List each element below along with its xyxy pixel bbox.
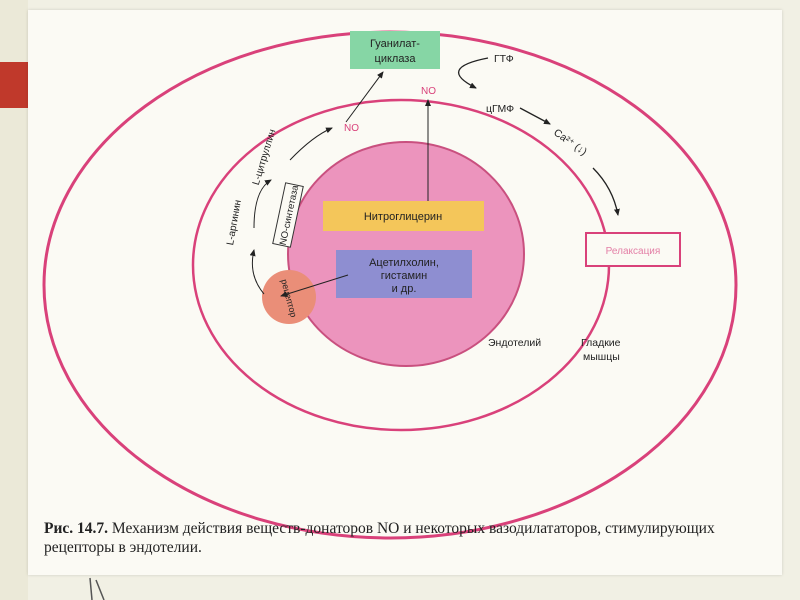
acetylcholine-label-3: и др. [392,283,417,295]
no-synthase-box [272,182,304,248]
arrow-gtf-to-cgmf [457,57,489,89]
arrow-no-to-cyclase [345,71,384,123]
arrow-citrulline-to-no [289,127,333,161]
relaxation-label: Релаксация [606,246,661,257]
nitroglycerin-label: Нитроглицерин [364,211,442,223]
cgmf-label: цГМФ [486,103,514,115]
relaxation-band [585,232,681,267]
accent-block [0,62,28,108]
figure-number: Рис. 14.7. [44,520,109,537]
calcium-label: Ca²⁺ (↓) [551,127,589,158]
figure-caption: Рис. 14.7. Механизм действия веществ-дон… [44,519,784,557]
guanylate-cyclase-label-2: циклаза [375,53,417,65]
acetylcholine-label-1: Ацетилхолин, [369,257,439,269]
l-citrulline-label: L-цитруллин [251,128,278,186]
endothelium-label: Эндотелий [488,337,541,349]
nitroglycerin-box [323,201,484,231]
guanylate-cyclase-label-1: Гуанилат- [370,38,420,50]
smooth-muscle-label-2: мышцы [583,351,620,363]
no-mechanism-diagram: Релаксация Гуанилат- циклаза Нитроглицер… [42,30,738,540]
no-label-left: NO [344,123,359,134]
l-arginine-label: L-аргинин [225,199,244,246]
acetylcholine-label-2: гистамин [381,270,427,282]
receptor-circle [262,270,316,324]
acetylcholine-box [336,250,472,298]
arrow-cgmf-to-calcium [519,107,551,125]
no-label-top: NO [421,86,436,97]
arrow-acetylcholine-to-receptor [280,274,349,298]
arrow-receptor-to-synthase [249,249,265,295]
arrow-calcium-to-relaxation [592,167,620,216]
caption-text: Механизм действия веществ-донаторов NO и… [44,520,715,556]
smooth-muscle-label-1: Гладкие [581,337,621,349]
page-paper: Релаксация Гуанилат- циклаза Нитроглицер… [28,10,782,575]
arrow-arginine-to-citrulline [253,179,272,229]
gtf-label: ГТФ [494,53,514,65]
guanylate-cyclase-box [350,31,440,69]
corner-decoration [89,577,105,600]
